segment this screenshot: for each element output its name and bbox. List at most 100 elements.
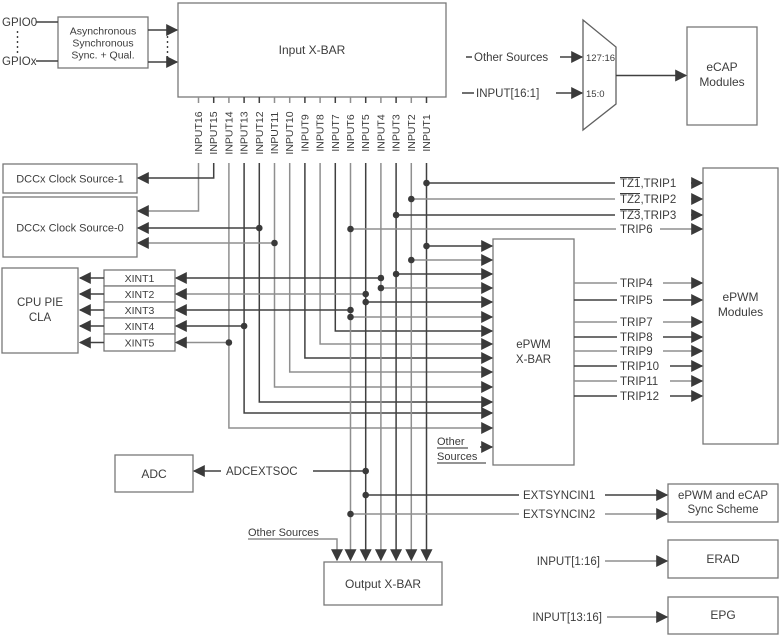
trip12-label: TRIP12 xyxy=(620,391,659,403)
epwm-modules-line1: ePWM xyxy=(723,290,759,304)
epwm-ecap-sync-scheme-box xyxy=(667,483,779,523)
trip4-label: TRIP4 xyxy=(620,278,653,290)
trip9-label: TRIP9 xyxy=(620,346,653,358)
ecap-modules-box xyxy=(686,26,758,126)
output-xbar-title: Output X-BAR xyxy=(345,577,421,591)
trip5-label: TRIP5 xyxy=(620,295,653,307)
column-label-input8: INPUT8 xyxy=(315,114,327,152)
erad-label: ERAD xyxy=(706,552,740,566)
output-xbar-other-sources-label: Other Sources xyxy=(248,527,319,539)
async-line2: Synchronous xyxy=(72,38,133,50)
xint1-label: XINT1 xyxy=(125,273,155,285)
cpu-line2: CLA xyxy=(29,312,52,324)
wire-input10-epwmxbar xyxy=(288,163,494,378)
async-line3: Sync. + Qual. xyxy=(71,50,134,62)
column-label-input2: INPUT2 xyxy=(406,114,418,152)
mux-input-bus-label: INPUT[16:1] xyxy=(476,88,539,100)
column-label-input11: INPUT11 xyxy=(269,112,281,155)
other-sources-underline xyxy=(437,447,486,464)
xint3-label: XINT3 xyxy=(125,305,155,317)
trip11-label: TRIP11 xyxy=(620,376,658,388)
label-backgrounds xyxy=(221,175,691,521)
column-label-input15: INPUT15 xyxy=(208,111,220,154)
labels: GPIO0 GPIOx Asynchronous Synchronous Syn… xyxy=(2,17,768,624)
ecap-input-mux xyxy=(582,18,617,132)
async-sync-qual-box xyxy=(57,16,149,69)
async-line1: Asynchronous xyxy=(70,26,137,38)
input-xbar-title: Input X-BAR xyxy=(279,43,346,57)
wire-input15-dcc1 xyxy=(136,163,215,184)
gpio-wires xyxy=(16,21,179,68)
wire-input9-epwmxbar xyxy=(304,163,494,364)
dcc1-label: DCCx Clock Source-1 xyxy=(16,174,124,186)
misc-wires xyxy=(248,441,669,623)
mux-upper-range: 127:16 xyxy=(586,53,615,64)
dcc0-label: DCCx Clock Source-0 xyxy=(16,223,124,235)
wire-input11-epwmxbar xyxy=(273,163,494,393)
tz3-trip3-label: TZ3,TRIP3 xyxy=(620,210,676,222)
column-label-input5: INPUT5 xyxy=(360,114,372,152)
junction-dots xyxy=(225,179,430,518)
wire-input13-epwmxbar xyxy=(243,163,494,419)
xint2-label: XINT2 xyxy=(125,289,155,301)
adcextsoc-label: ADCEXTSOC xyxy=(226,466,298,478)
cpu-pie-cla-box xyxy=(1,267,79,354)
erad-box xyxy=(667,539,779,579)
epwm-modules-box xyxy=(702,167,779,445)
extsyncin2-label: EXTSYNCIN2 xyxy=(523,509,595,521)
epwm-xbar-line1: ePWM xyxy=(516,339,551,351)
input-xbar-box xyxy=(177,2,447,98)
extsyncin1-label: EXTSYNCIN1 xyxy=(523,490,595,502)
xint4-label: XINT4 xyxy=(125,321,155,333)
column-label-input1: INPUT1 xyxy=(421,114,433,152)
mux-wires xyxy=(462,51,688,99)
epg-label: EPG xyxy=(710,608,735,622)
trip10-label: TRIP10 xyxy=(620,361,659,373)
mux-other-sources-label: Other Sources xyxy=(474,52,548,64)
mux-lower-range: 15:0 xyxy=(586,89,605,100)
dcc-clock-source-1-box xyxy=(2,163,138,194)
tz1-trip1-label: TZ1,TRIP1 xyxy=(620,178,676,190)
trip8-label: TRIP8 xyxy=(620,332,653,344)
epwm-xbar-sources-label: Sources xyxy=(437,451,478,463)
column-label-input12: INPUT12 xyxy=(254,111,266,154)
column-label-input6: INPUT6 xyxy=(345,114,357,152)
sync-scheme-line1: ePWM and eCAP xyxy=(678,490,768,502)
wire-input14-epwmxbar xyxy=(228,163,494,434)
wire-input8-epwmxbar xyxy=(319,163,494,350)
column-ticks xyxy=(197,97,428,103)
column-label-input7: INPUT7 xyxy=(330,114,342,152)
wire-input16-dcc0 xyxy=(136,163,200,217)
wire-input7-epwmxbar xyxy=(334,163,494,337)
column-label-input13: INPUT13 xyxy=(239,111,251,154)
column-label-input4: INPUT4 xyxy=(375,114,387,152)
gpio0-label: GPIO0 xyxy=(2,17,37,29)
cpu-line1: CPU PIE xyxy=(17,297,63,309)
wire-other-sources-outputxbar xyxy=(248,538,343,562)
column-label-input3: INPUT3 xyxy=(391,114,403,152)
gpiox-label: GPIOx xyxy=(2,56,37,68)
ecap-line1: eCAP xyxy=(706,60,737,74)
epwm-xbar-line2: X-BAR xyxy=(516,354,551,366)
column-label-input9: INPUT9 xyxy=(299,114,311,152)
tz2-trip2-label: TZ2,TRIP2 xyxy=(620,194,676,206)
sync-scheme-line2: Sync Scheme xyxy=(688,504,759,516)
epwm-xbar-box xyxy=(492,238,575,466)
erad-signal-label: INPUT[1:16] xyxy=(537,556,600,568)
dcc-clock-source-0-box xyxy=(2,196,138,258)
input-columns xyxy=(136,163,494,562)
xint-cpu-wires xyxy=(78,272,104,349)
trip7-label: TRIP7 xyxy=(620,317,653,329)
column-label-input16: INPUT16 xyxy=(193,111,205,154)
adc-label: ADC xyxy=(141,467,167,481)
xint5-label: XINT5 xyxy=(125,338,155,350)
epwm-modules-line2: Modules xyxy=(718,305,763,319)
adc-box xyxy=(114,454,194,493)
output-xbar-box xyxy=(323,561,443,606)
ecap-line2: Modules xyxy=(699,75,744,89)
trip6-label: TRIP6 xyxy=(620,224,653,236)
epg-signal-label: INPUT[13:16] xyxy=(532,612,602,624)
epwm-xbar-other-label: Other xyxy=(437,436,465,448)
